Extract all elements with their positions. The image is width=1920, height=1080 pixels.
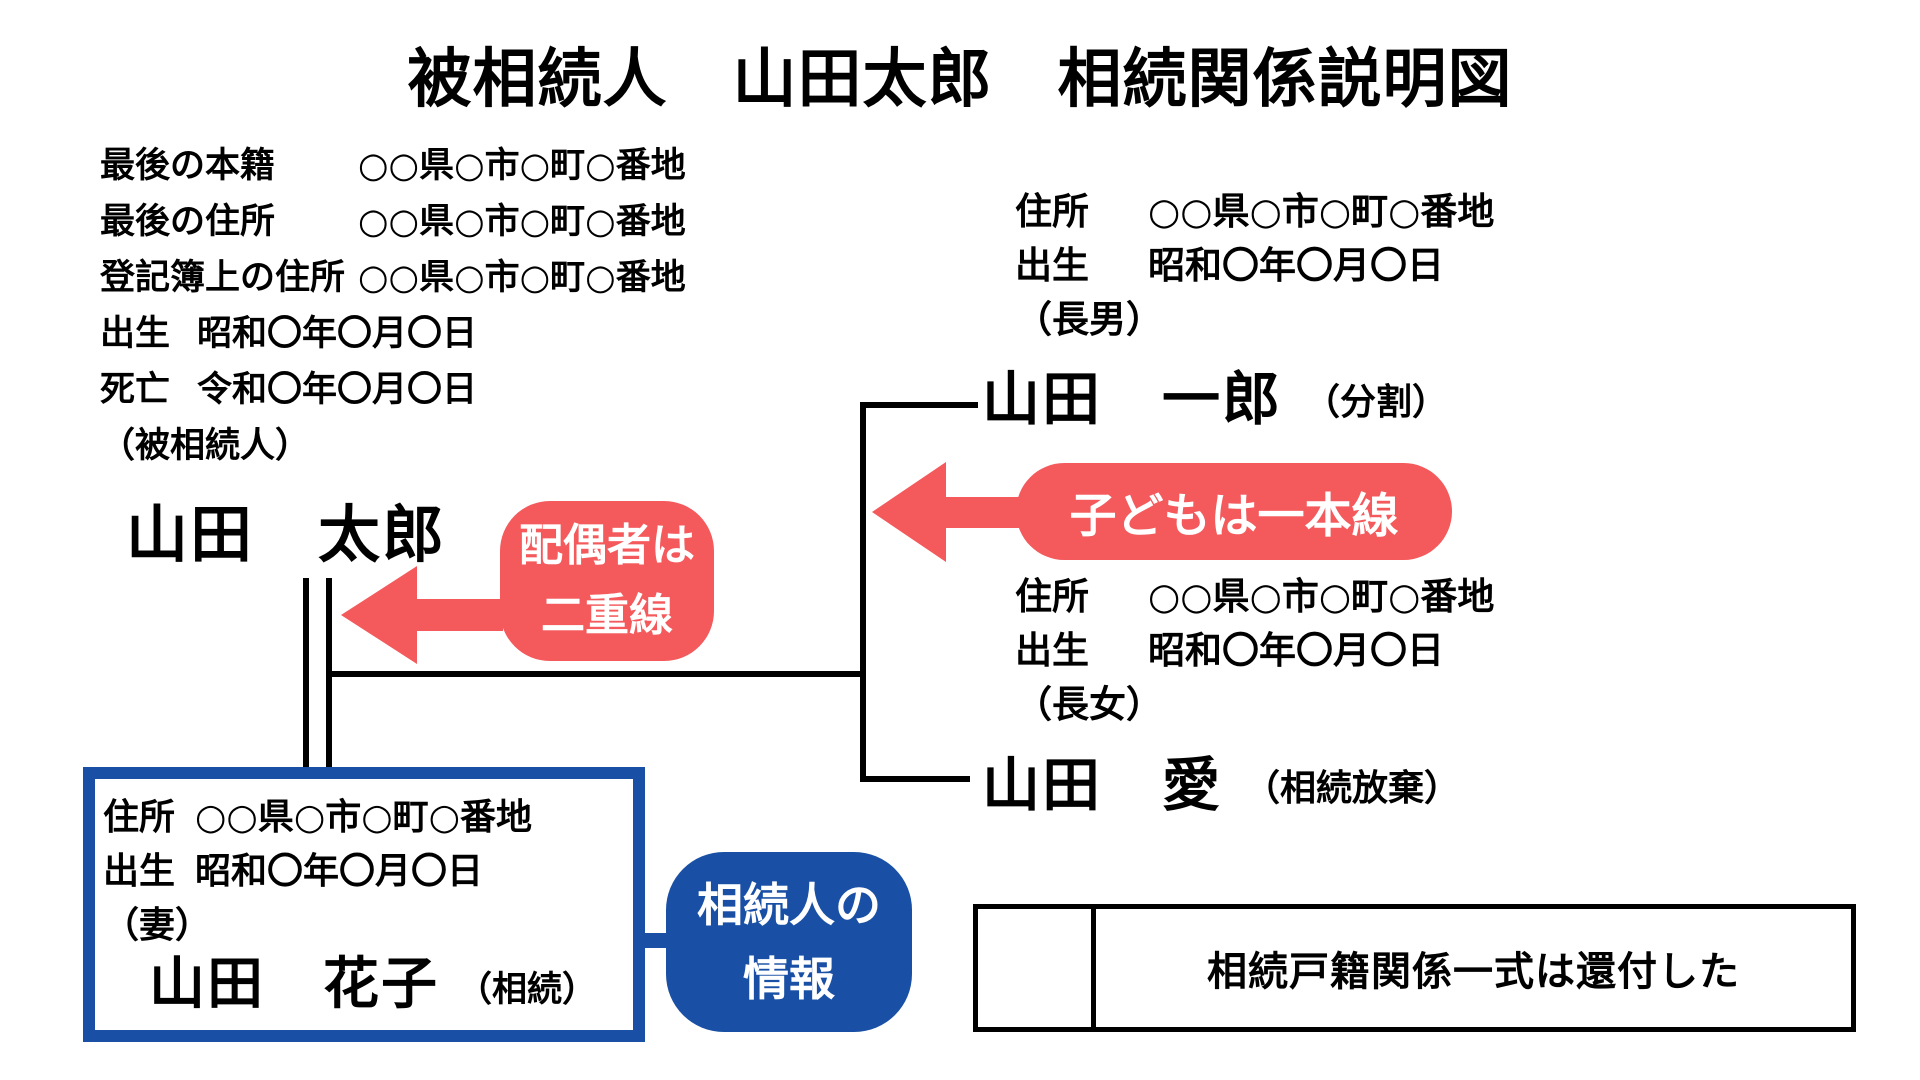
spouse-role: （妻） — [103, 905, 212, 946]
spouse-info-row: 出生 昭和〇年〇月〇日 — [103, 845, 633, 899]
child2-branch-line — [860, 776, 970, 782]
spouse-status: （相続） — [457, 970, 598, 1010]
children-connector-vertical — [860, 402, 866, 782]
decedent-info-row: 死亡 令和〇年〇月〇日 — [100, 362, 686, 418]
footer-table-stamp-cell — [978, 909, 1096, 1027]
info-value: 令和〇年〇月〇日 — [197, 370, 478, 410]
spouse-callout-arrow-shaft — [413, 599, 503, 631]
spouse-callout-bubble: 配偶者は 二重線 — [500, 501, 714, 661]
child2-info-row: 住所 ○○県○市○町○番地 — [1015, 570, 1494, 624]
spouse-info-row: 住所 ○○県○市○町○番地 — [103, 791, 633, 845]
info-label: 住所 — [1015, 575, 1089, 618]
info-value: ○○県○市○町○番地 — [1148, 575, 1495, 618]
child2-name-row: 山田 愛 （相続放棄） — [982, 738, 1460, 822]
heir-callout-text-line1: 相続人の — [697, 878, 881, 932]
info-label: 出生 — [1015, 244, 1089, 287]
info-label: 死亡 — [100, 370, 171, 410]
info-value: ○○県○市○町○番地 — [195, 797, 533, 838]
decedent-info-row: 最後の本籍 ○○県○市○町○番地 — [100, 138, 686, 194]
child1-info-row: 出生 昭和〇年〇月〇日 — [1015, 239, 1494, 293]
child1-status: （分割） — [1304, 382, 1449, 423]
heir-box: 住所 ○○県○市○町○番地 出生 昭和〇年〇月〇日 （妻） 山田 花子 （相続） — [83, 767, 645, 1042]
spouse-callout-arrow-icon — [341, 566, 417, 664]
page-title: 被相続人 山田太郎 相続関係説明図 — [407, 43, 1513, 117]
decedent-name: 山田 太郎 — [126, 498, 447, 571]
child2-role: （長女） — [1015, 683, 1163, 726]
info-label: 出生 — [103, 851, 176, 892]
footer-table: 相続戸籍関係一式は還付した — [973, 904, 1856, 1032]
info-label: 住所 — [103, 797, 176, 838]
child2-info-row: 出生 昭和〇年〇月〇日 — [1015, 624, 1494, 678]
decedent-info-block: 最後の本籍 ○○県○市○町○番地 最後の住所 ○○県○市○町○番地 登記簿上の住… — [100, 138, 686, 474]
decedent-info-row: 登記簿上の住所 ○○県○市○町○番地 — [100, 250, 686, 306]
couple-line — [329, 671, 866, 677]
info-label: 登記簿上の住所 — [100, 258, 346, 298]
child1-name-row: 山田 一郎 （分割） — [982, 352, 1448, 436]
info-label: 最後の住所 — [100, 202, 276, 242]
children-callout-text: 子どもは一本線 — [1069, 489, 1399, 544]
heir-callout-bubble: 相続人の 情報 — [666, 852, 912, 1032]
decedent-info-row: 最後の住所 ○○県○市○町○番地 — [100, 194, 686, 250]
info-value: 昭和〇年〇月〇日 — [197, 314, 478, 354]
info-value: ○○県○市○町○番地 — [1148, 190, 1495, 233]
spouse-callout-text-line2: 二重線 — [541, 590, 673, 641]
info-value: ○○県○市○町○番地 — [358, 258, 686, 298]
info-value: 昭和〇年〇月〇日 — [1148, 629, 1444, 672]
child2-info-block: 住所 ○○県○市○町○番地 出生 昭和〇年〇月〇日 （長女） — [1015, 570, 1494, 732]
marriage-double-line-left — [303, 578, 309, 768]
spouse-name-row: 山田 花子 （相続） — [149, 953, 633, 1017]
child1-role: （長男） — [1015, 298, 1163, 341]
info-value: ○○県○市○町○番地 — [358, 146, 686, 186]
spouse-callout-text-line1: 配偶者は — [519, 520, 695, 571]
heir-callout-text-line2: 情報 — [743, 952, 835, 1006]
info-value: 昭和〇年〇月〇日 — [1148, 244, 1444, 287]
info-value: ○○県○市○町○番地 — [358, 202, 686, 242]
child1-name: 山田 一郎 — [982, 365, 1283, 433]
footer-table-note-cell: 相続戸籍関係一式は還付した — [1207, 949, 1740, 995]
child1-branch-line — [860, 402, 978, 408]
children-callout-arrow-shaft — [942, 497, 1022, 528]
decedent-role: （被相続人） — [100, 426, 311, 466]
info-value: 昭和〇年〇月〇日 — [195, 851, 484, 892]
child1-info-row: 住所 ○○県○市○町○番地 — [1015, 185, 1494, 239]
info-label: 出生 — [1015, 629, 1089, 672]
child2-name: 山田 愛 — [982, 751, 1223, 819]
children-callout-bubble: 子どもは一本線 — [1016, 463, 1452, 560]
info-label: 最後の本籍 — [100, 146, 276, 186]
child2-status: （相続放棄） — [1244, 768, 1461, 809]
info-label: 住所 — [1015, 190, 1089, 233]
children-callout-arrow-icon — [872, 462, 946, 562]
info-label: 出生 — [100, 314, 171, 354]
child1-info-block: 住所 ○○県○市○町○番地 出生 昭和〇年〇月〇日 （長男） — [1015, 185, 1494, 347]
decedent-info-row: 出生 昭和〇年〇月〇日 — [100, 306, 686, 362]
spouse-name: 山田 花子 — [149, 952, 439, 1017]
heir-callout-connector — [640, 933, 670, 948]
